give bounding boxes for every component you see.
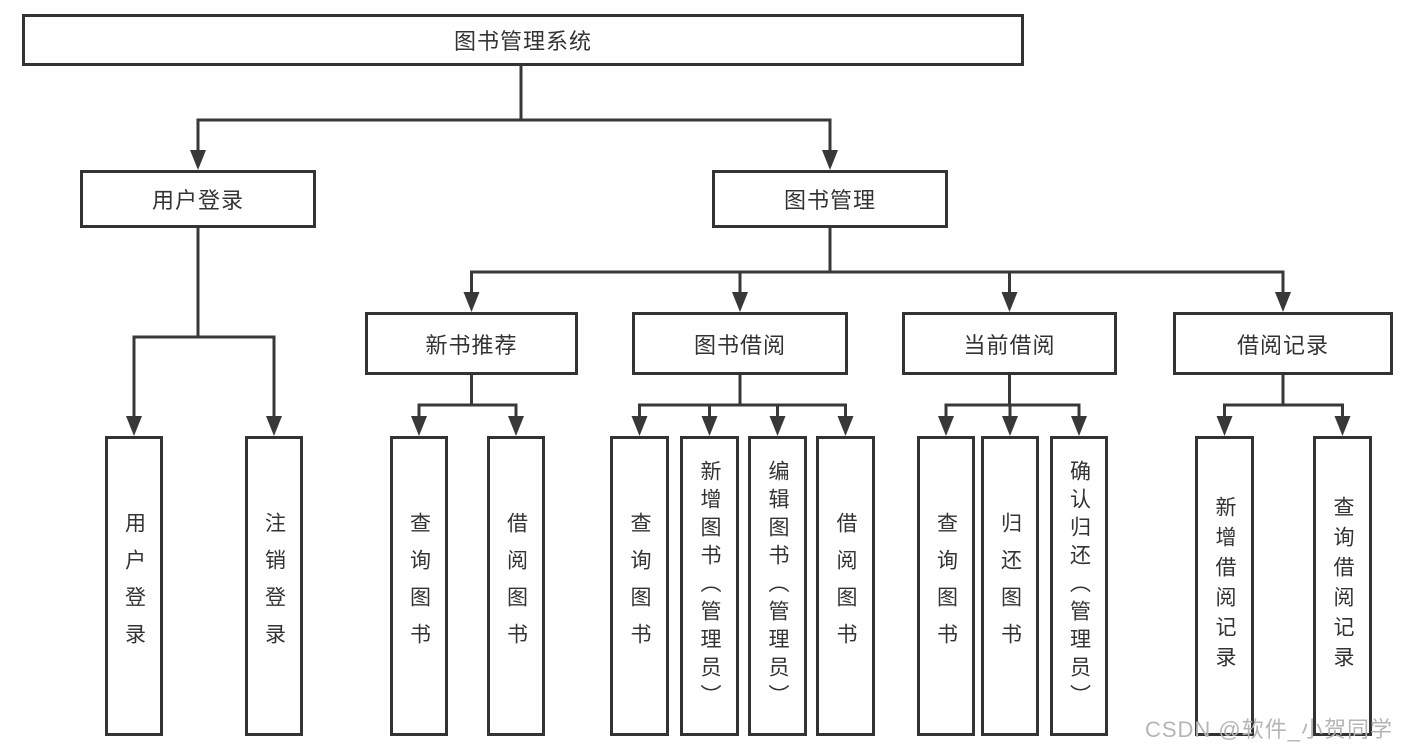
node-book-management: 图书管理 [712, 170, 948, 228]
leaf-records-query-record: 查询借阅记录 [1313, 436, 1372, 736]
node-label: 查询图书 [628, 512, 651, 660]
node-label: 新增借阅记录 [1213, 496, 1236, 676]
node-label: 借阅图书 [834, 512, 857, 660]
node-new-book-recommendation: 新书推荐 [365, 312, 578, 375]
node-label: 编辑图书（管理员） [766, 460, 789, 712]
node-label: 确认归还（管理员） [1067, 460, 1091, 712]
leaf-current-return-books: 归还图书 [981, 436, 1039, 736]
node-label: 用户登录 [151, 188, 244, 213]
node-book-borrowing: 图书借阅 [632, 312, 848, 375]
leaf-borrowing-borrow-books: 借阅图书 [816, 436, 875, 736]
leaf-user-login: 用户登录 [105, 436, 163, 736]
node-label: 查询图书 [934, 512, 958, 660]
node-label: 新书推荐 [425, 332, 518, 358]
leaf-current-confirm-return-admin: 确认归还（管理员） [1050, 436, 1108, 736]
node-current-borrowing: 当前借阅 [902, 312, 1117, 375]
leaf-logout: 注销登录 [245, 436, 303, 736]
leaf-borrowing-query-books: 查询图书 [610, 436, 669, 736]
node-borrowing-records: 借阅记录 [1173, 312, 1393, 375]
node-label: 查询借阅记录 [1331, 496, 1354, 676]
node-label: 查询图书 [407, 512, 431, 660]
node-label: 图书管理 [783, 188, 876, 213]
node-label: 注销登录 [262, 512, 286, 660]
node-library-management-system: 图书管理系统 [22, 14, 1024, 66]
node-label: 图书管理系统 [453, 29, 592, 54]
node-label: 借阅记录 [1236, 332, 1329, 358]
node-label: 新增图书（管理员） [698, 460, 721, 712]
node-label: 归还图书 [998, 512, 1022, 660]
leaf-current-query-books: 查询图书 [917, 436, 975, 736]
node-label: 用户登录 [122, 512, 146, 660]
leaf-records-add-record: 新增借阅记录 [1195, 436, 1254, 736]
node-label: 借阅图书 [504, 512, 528, 660]
node-label: 当前借阅 [963, 332, 1056, 358]
leaf-recommend-borrow-books: 借阅图书 [487, 436, 545, 736]
csdn-watermark: CSDN @软件_小贺同学 [1144, 717, 1393, 742]
leaf-recommend-query-books: 查询图书 [390, 436, 448, 736]
leaf-borrowing-edit-books-admin: 编辑图书（管理员） [748, 436, 807, 736]
node-label: 图书借阅 [693, 332, 786, 358]
node-user-login: 用户登录 [80, 170, 316, 228]
leaf-borrowing-add-books-admin: 新增图书（管理员） [680, 436, 739, 736]
